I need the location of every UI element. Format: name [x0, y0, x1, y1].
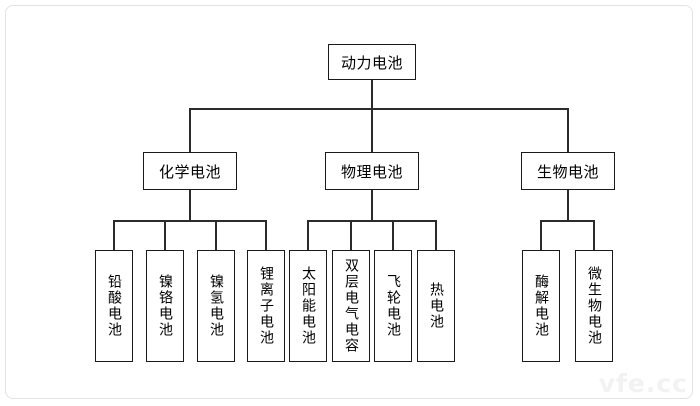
node-leaf-flywheel-label: 飞轮电池 [385, 274, 402, 338]
connector-physical-leaf-drop-3 [435, 220, 437, 250]
node-leaf-enzymatic-label: 酶解电池 [533, 274, 550, 338]
node-leaf-nickel-chromium[interactable]: 镍铬电池 [146, 250, 184, 362]
node-branch-physical[interactable]: 物理电池 [325, 152, 419, 190]
node-branch-biological-label: 生物电池 [536, 162, 599, 181]
node-branch-chemical[interactable]: 化学电池 [143, 152, 237, 190]
connector-level2-drop-0 [189, 108, 191, 152]
connector-root-drop [371, 80, 373, 109]
connector-physical-leaf-drop-2 [392, 220, 394, 250]
connector-chemical-drop [189, 190, 191, 221]
node-leaf-lithium-ion[interactable]: 锂离子电池 [247, 250, 285, 362]
node-leaf-microbial[interactable]: 微生物电池 [575, 250, 613, 362]
connector-chemical-leaf-drop-2 [215, 220, 217, 250]
connector-biological-bus [541, 220, 595, 222]
node-leaf-thermal[interactable]: 热电池 [417, 250, 455, 362]
node-leaf-double-layer-capacitor[interactable]: 双层电气电容 [332, 250, 370, 362]
node-leaf-lead-acid-label: 铅酸电池 [106, 274, 123, 338]
connector-chemical-bus [114, 220, 266, 222]
connector-chemical-leaf-drop-3 [265, 220, 267, 250]
node-root[interactable]: 动力电池 [328, 44, 416, 80]
connector-level2-bus [190, 108, 568, 110]
connector-chemical-leaf-drop-1 [164, 220, 166, 250]
node-leaf-solar[interactable]: 太阳能电池 [289, 250, 327, 362]
node-branch-physical-label: 物理电池 [340, 162, 403, 181]
node-leaf-solar-label: 太阳能电池 [300, 266, 317, 346]
node-branch-biological[interactable]: 生物电池 [521, 152, 615, 190]
watermark: vfe.cc [598, 369, 688, 398]
connector-biological-leaf-drop-1 [593, 220, 595, 250]
connector-level2-drop-2 [567, 108, 569, 152]
node-root-label: 动力电池 [340, 53, 403, 72]
connector-level2-drop-1 [371, 108, 373, 152]
connector-physical-leaf-drop-0 [307, 220, 309, 250]
connector-physical-drop [371, 190, 373, 221]
node-leaf-microbial-label: 微生物电池 [586, 266, 603, 346]
node-leaf-flywheel[interactable]: 飞轮电池 [374, 250, 412, 362]
connector-physical-leaf-drop-1 [350, 220, 352, 250]
node-leaf-nickel-hydrogen-label: 镍氢电池 [208, 274, 225, 338]
node-leaf-double-layer-capacitor-label: 双层电气电容 [343, 258, 360, 354]
connector-chemical-leaf-drop-0 [113, 220, 115, 250]
connector-biological-drop [567, 190, 569, 221]
node-leaf-enzymatic[interactable]: 酶解电池 [522, 250, 560, 362]
node-leaf-thermal-label: 热电池 [428, 282, 445, 330]
connector-physical-bus [308, 220, 436, 222]
node-leaf-lead-acid[interactable]: 铅酸电池 [95, 250, 133, 362]
connector-biological-leaf-drop-0 [540, 220, 542, 250]
node-leaf-nickel-hydrogen[interactable]: 镍氢电池 [197, 250, 235, 362]
node-branch-chemical-label: 化学电池 [158, 162, 221, 181]
node-leaf-lithium-ion-label: 锂离子电池 [258, 266, 275, 346]
node-leaf-nickel-chromium-label: 镍铬电池 [157, 274, 174, 338]
